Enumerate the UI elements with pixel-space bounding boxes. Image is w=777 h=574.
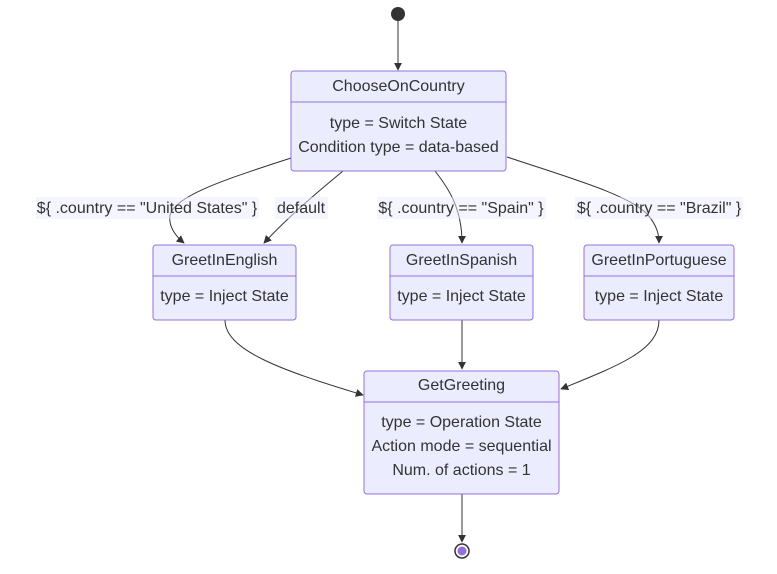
state-title: GreetInEnglish xyxy=(172,252,278,269)
transition-label-brazil: ${ .country == "Brazil" } xyxy=(575,197,743,219)
state-greet-in-portuguese[interactable]: GreetInPortuguese type = Inject State xyxy=(583,244,735,321)
state-detail: type = Inject State xyxy=(397,288,526,305)
edge-portuguese-to-greeting xyxy=(560,319,660,390)
transition-label-default: default xyxy=(275,197,328,219)
state-title: GreetInSpanish xyxy=(406,252,517,269)
svg-text:default: default xyxy=(277,200,326,217)
state-get-greeting[interactable]: GetGreeting type = Operation State Actio… xyxy=(363,370,560,495)
transition-label-us: ${ .country == "United States" } xyxy=(36,197,259,219)
state-title: GetGreeting xyxy=(418,377,505,394)
svg-text:${ .country == "United States": ${ .country == "United States" } xyxy=(37,200,258,217)
svg-text:${ .country == "Brazil" }: ${ .country == "Brazil" } xyxy=(577,200,742,217)
state-detail: Condition type = data-based xyxy=(298,139,499,156)
end-node xyxy=(454,543,470,559)
state-detail: type = Switch State xyxy=(330,115,468,132)
state-choose-on-country[interactable]: ChooseOnCountry type = Switch State Cond… xyxy=(290,70,507,172)
transition-label-spain: ${ .country == "Spain" } xyxy=(377,197,546,219)
state-detail: Num. of actions = 1 xyxy=(392,462,530,479)
start-node xyxy=(391,7,405,21)
state-detail: Action mode = sequential xyxy=(371,438,551,455)
state-detail: type = Inject State xyxy=(160,288,289,305)
state-detail: type = Inject State xyxy=(595,288,724,305)
state-greet-in-spanish[interactable]: GreetInSpanish type = Inject State xyxy=(389,244,534,321)
edge-english-to-greeting xyxy=(224,319,364,397)
state-title: GreetInPortuguese xyxy=(591,252,726,269)
svg-text:${ .country == "Spain" }: ${ .country == "Spain" } xyxy=(378,200,544,217)
state-greet-in-english[interactable]: GreetInEnglish type = Inject State xyxy=(152,244,297,321)
state-title: ChooseOnCountry xyxy=(332,78,465,95)
state-detail: type = Operation State xyxy=(381,414,542,431)
